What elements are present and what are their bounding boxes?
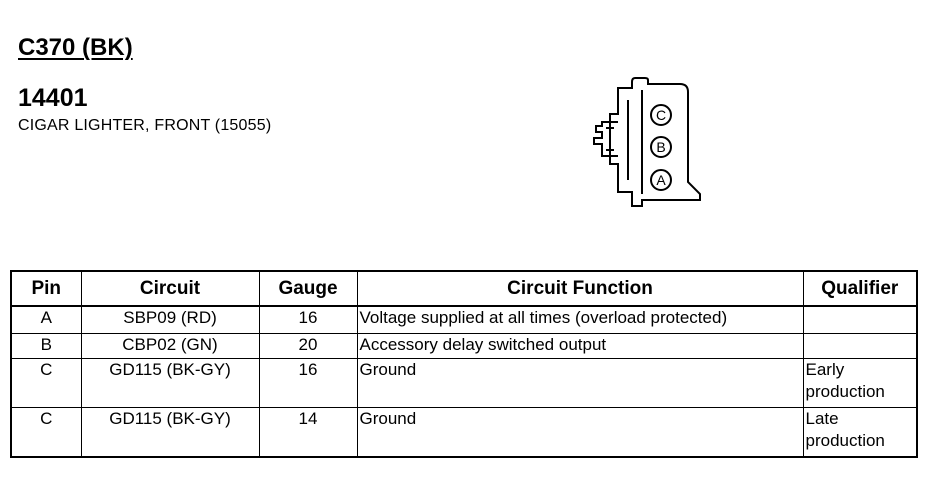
table-row: C GD115 (BK-GY) 16 Ground Early producti…: [10, 358, 918, 408]
pin-a-label: A: [656, 172, 666, 188]
part-description: CIGAR LIGHTER, FRONT (15055): [18, 117, 272, 134]
part-number: 14401: [18, 84, 88, 112]
pin-c-label: C: [656, 107, 666, 123]
header-gauge: Gauge: [258, 270, 358, 307]
table-row: A SBP09 (RD) 16 Voltage supplied at all …: [10, 305, 918, 334]
function-cell: Ground: [356, 407, 804, 458]
gauge-cell: 14: [258, 407, 358, 458]
circuit-cell: CBP02 (GN): [80, 333, 260, 359]
pin-cell: C: [10, 407, 82, 458]
qualifier-cell: [802, 333, 918, 359]
qualifier-cell: Early production: [802, 358, 918, 408]
connector-diagram: C B A: [593, 77, 701, 207]
header-qualifier: Qualifier: [802, 270, 918, 307]
circuit-cell: GD115 (BK-GY): [80, 407, 260, 458]
gauge-cell: 16: [258, 305, 358, 334]
gauge-cell: 20: [258, 333, 358, 359]
pin-a-circle: [650, 169, 672, 191]
pin-table: Pin Circuit Gauge Circuit Function Quali…: [10, 270, 918, 458]
table-row: C GD115 (BK-GY) 14 Ground Late productio…: [10, 407, 918, 458]
pin-cell: A: [10, 305, 82, 334]
qualifier-cell: Late production: [802, 407, 918, 458]
pin-cell: C: [10, 358, 82, 408]
function-cell: Accessory delay switched output: [356, 333, 804, 359]
locking-tab-detail: [606, 127, 614, 151]
header-circuit-function: Circuit Function: [356, 270, 804, 307]
pin-cell: B: [10, 333, 82, 359]
gauge-cell: 16: [258, 358, 358, 408]
table-row: B CBP02 (GN) 20 Accessory delay switched…: [10, 333, 918, 359]
header-circuit: Circuit: [80, 270, 260, 307]
locking-tab: [593, 121, 618, 157]
function-cell: Ground: [356, 358, 804, 408]
pin-b-circle: [650, 136, 672, 158]
function-cell: Voltage supplied at all times (overload …: [356, 305, 804, 334]
connector-body: [609, 77, 701, 207]
qualifier-cell: [802, 305, 918, 334]
header-pin: Pin: [10, 270, 82, 307]
pin-b-label: B: [656, 139, 665, 155]
circuit-cell: GD115 (BK-GY): [80, 358, 260, 408]
table-header-row: Pin Circuit Gauge Circuit Function Quali…: [10, 270, 918, 307]
circuit-cell: SBP09 (RD): [80, 305, 260, 334]
connector-title: C370 (BK): [18, 34, 133, 61]
pin-c-circle: [650, 104, 672, 126]
